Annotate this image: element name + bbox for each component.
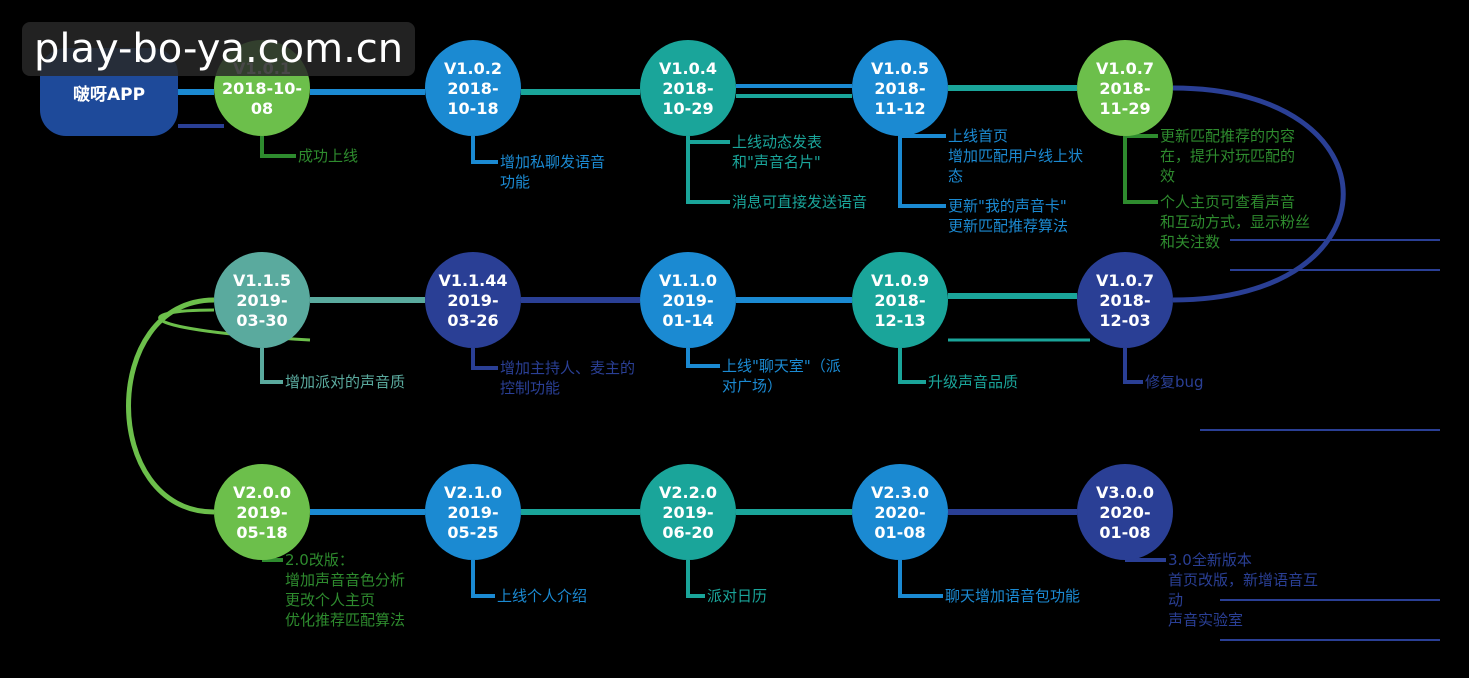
note-stem <box>260 136 296 158</box>
version-date: 2019- 05-25 <box>447 503 499 542</box>
version-date: 2019- 03-30 <box>236 291 288 330</box>
release-note: 上线首页 增加匹配用户线上状 态 <box>948 127 1084 185</box>
note-stem <box>260 348 283 384</box>
version-label: V3.0.0 <box>1096 483 1154 502</box>
version-label: V1.1.0 <box>659 271 717 290</box>
version-date: 2020- 01-08 <box>874 503 926 542</box>
version-label: V1.1.5 <box>233 271 291 290</box>
release-note: 派对日历 <box>707 587 768 605</box>
release-note: 更新匹配推荐的内容 在，提升对玩匹配的 效 <box>1160 127 1296 185</box>
version-label: V1.0.7 <box>1096 59 1154 78</box>
version-date: 2018- 10-29 <box>662 79 714 118</box>
version-date: 2018-10- 08 <box>221 79 303 118</box>
note-stem <box>898 560 943 598</box>
release-note: 升级声音品质 <box>928 373 1019 391</box>
version-date: 2018- 10-18 <box>447 79 499 118</box>
note-stem <box>898 136 946 208</box>
release-note: 消息可直接发送语音 <box>732 193 868 211</box>
version-date: 2018- 11-12 <box>874 79 926 118</box>
version-date: 2020- 01-08 <box>1099 503 1151 542</box>
note-stem <box>471 348 498 370</box>
version-label: V1.0.4 <box>659 59 717 78</box>
version-date: 2019- 03-26 <box>447 291 499 330</box>
version-date: 2019- 06-20 <box>662 503 714 542</box>
version-date: 2018- 12-03 <box>1099 291 1151 330</box>
release-note: 3.0全新版本 首页改版，新增语音互 动 声音实验室 <box>1168 551 1319 629</box>
release-note: 成功上线 <box>298 147 359 165</box>
note-stem <box>686 560 705 598</box>
release-note: 上线个人介绍 <box>497 587 588 605</box>
version-date: 2018- 11-29 <box>1099 79 1151 118</box>
release-note: 增加派对的声音质 <box>285 373 406 391</box>
note-stem <box>686 136 730 204</box>
release-note: 上线"聊天室"（派 对广场） <box>722 357 841 395</box>
version-label: V1.0.2 <box>444 59 502 78</box>
release-note: 上线动态发表 和"声音名片" <box>732 133 823 171</box>
version-label: V1.0.9 <box>871 271 929 290</box>
connector-n5-n6-curve <box>1172 85 1346 303</box>
version-label: V2.0.0 <box>233 483 291 502</box>
note-stem <box>471 560 495 598</box>
version-label: V1.0.7 <box>1096 271 1154 290</box>
version-label: V2.1.0 <box>444 483 502 502</box>
version-date: 2019- 05-18 <box>236 503 288 542</box>
version-date: 2019- 01-14 <box>662 291 714 330</box>
connector-n10-n11-curve <box>126 297 215 515</box>
version-label: V2.3.0 <box>871 483 929 502</box>
note-stem <box>471 136 498 164</box>
note-stem <box>898 348 926 384</box>
note-stem <box>1123 348 1143 384</box>
app-label: 啵呀APP <box>72 84 146 105</box>
release-note: 修复bug <box>1145 373 1204 391</box>
version-label: V2.2.0 <box>659 483 717 502</box>
release-note: 2.0改版： 增加声音音色分析 更改个人主页 优化推荐匹配算法 <box>285 551 406 629</box>
release-note: 更新"我的声音卡" 更新匹配推荐算法 <box>948 197 1069 235</box>
version-label: V1.0.5 <box>871 59 929 78</box>
note-stem <box>1123 136 1158 204</box>
note-stem <box>686 136 730 144</box>
note-stem <box>686 348 720 368</box>
version-label: V1.1.44 <box>438 271 508 290</box>
release-note: 增加主持人、麦主的 控制功能 <box>500 359 636 397</box>
release-note: 增加私聊发语音 功能 <box>500 153 606 191</box>
watermark: play-bo-ya.com.cn <box>22 22 416 76</box>
release-note: 个人主页可查看声音 和互动方式，显示粉丝 和关注数 <box>1160 193 1311 251</box>
version-date: 2018- 12-13 <box>874 291 926 330</box>
release-note: 聊天增加语音包功能 <box>945 587 1081 605</box>
